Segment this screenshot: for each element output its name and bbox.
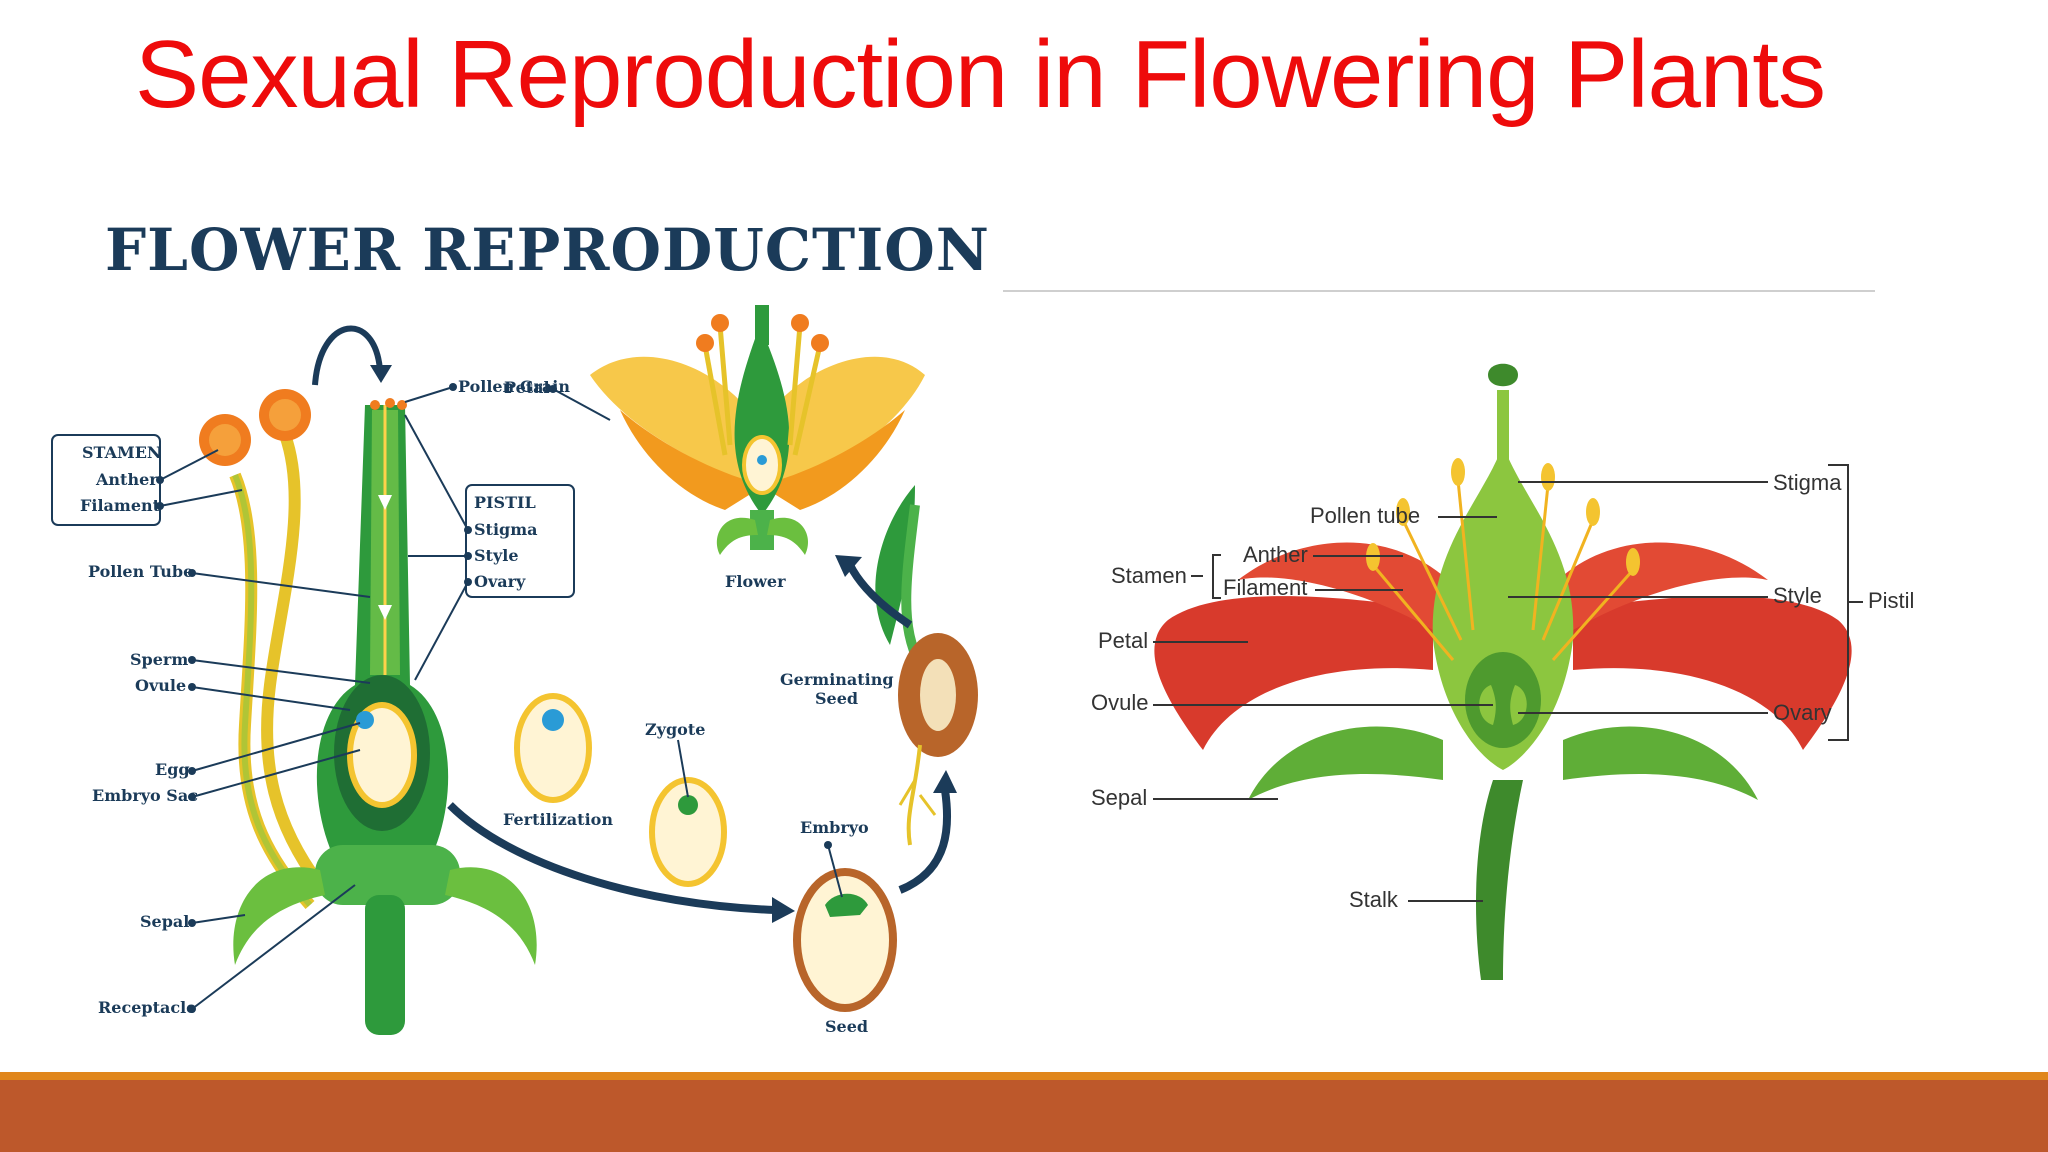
label-ovary: Ovary bbox=[1773, 700, 1832, 725]
label-flower: Flower bbox=[725, 572, 786, 591]
cycle-arrow-to-germination bbox=[898, 789, 952, 894]
label-petal: Petal bbox=[504, 378, 550, 397]
label-zygote: Zygote bbox=[645, 720, 705, 739]
flower-reproduction-diagram: FLOWER REPRODUCTION STAMEN Anther Filame… bbox=[20, 205, 1005, 1075]
label-ovule: Ovule bbox=[1091, 690, 1148, 715]
label-filament: Filament bbox=[1223, 575, 1307, 600]
cycle-arrow-to-seed bbox=[447, 802, 776, 914]
pollination-arrow bbox=[312, 325, 383, 386]
label-style: Style bbox=[474, 546, 519, 565]
label-stigma: Stigma bbox=[1773, 470, 1842, 495]
label-embryo-sac: Embryo Sac bbox=[92, 786, 198, 805]
divider-line bbox=[1003, 290, 1875, 292]
label-pollen-tube: Pollen Tube bbox=[88, 562, 193, 581]
fertilization-illustration bbox=[514, 693, 592, 803]
label-style: Style bbox=[1773, 583, 1822, 608]
label-embryo: Embryo bbox=[800, 818, 869, 837]
germinating-seed-illustration bbox=[875, 485, 978, 846]
label-pollen-tube: Pollen tube bbox=[1310, 503, 1420, 528]
label-sepal: Sepal bbox=[140, 912, 189, 931]
pistil-illustration bbox=[233, 398, 537, 1035]
stamen-group-label: STAMEN bbox=[82, 443, 162, 462]
label-germinating-seed-line2: Seed bbox=[815, 689, 858, 708]
zygote-illustration bbox=[649, 777, 727, 887]
label-petal: Petal bbox=[1098, 628, 1148, 653]
label-pollen-grain: Pollen Grain bbox=[458, 377, 570, 396]
label-stalk: Stalk bbox=[1349, 887, 1399, 912]
label-germinating-seed-line1: Germinating bbox=[780, 670, 894, 689]
pistil-group-box bbox=[465, 484, 575, 598]
seed-illustration bbox=[793, 868, 897, 1012]
red-flower-illustration bbox=[1154, 363, 1852, 980]
label-stigma: Stigma bbox=[474, 520, 538, 539]
label-egg: Egg bbox=[155, 760, 190, 779]
label-sperm: Sperm bbox=[130, 650, 188, 669]
label-seed: Seed bbox=[825, 1017, 868, 1036]
label-filament: Filament bbox=[80, 496, 161, 515]
label-anther: Anther bbox=[95, 470, 158, 489]
stamen-illustration bbox=[199, 389, 325, 910]
label-stamen: Stamen bbox=[1111, 563, 1187, 588]
flower-parts-diagram: Stigma Pollen tube Stamen Anther Filamen… bbox=[1003, 280, 2048, 1040]
diagram-title: FLOWER REPRODUCTION bbox=[105, 216, 990, 284]
label-anther: Anther bbox=[1243, 542, 1308, 567]
label-fertilization: Fertilization bbox=[503, 810, 613, 829]
flower-illustration bbox=[590, 305, 925, 555]
slide-title: Sexual Reproduction in Flowering Plants bbox=[135, 21, 1826, 128]
bottom-accent-bar bbox=[0, 1072, 2048, 1152]
label-ovary: Ovary bbox=[474, 572, 526, 591]
label-ovule: Ovule bbox=[135, 676, 186, 695]
label-pistil: Pistil bbox=[1868, 588, 1914, 613]
pistil-group-label: PISTIL bbox=[474, 493, 536, 512]
label-sepal: Sepal bbox=[1091, 785, 1147, 810]
label-receptacle: Receptacle bbox=[98, 998, 196, 1017]
cycle-arrow-to-flower bbox=[846, 563, 913, 629]
